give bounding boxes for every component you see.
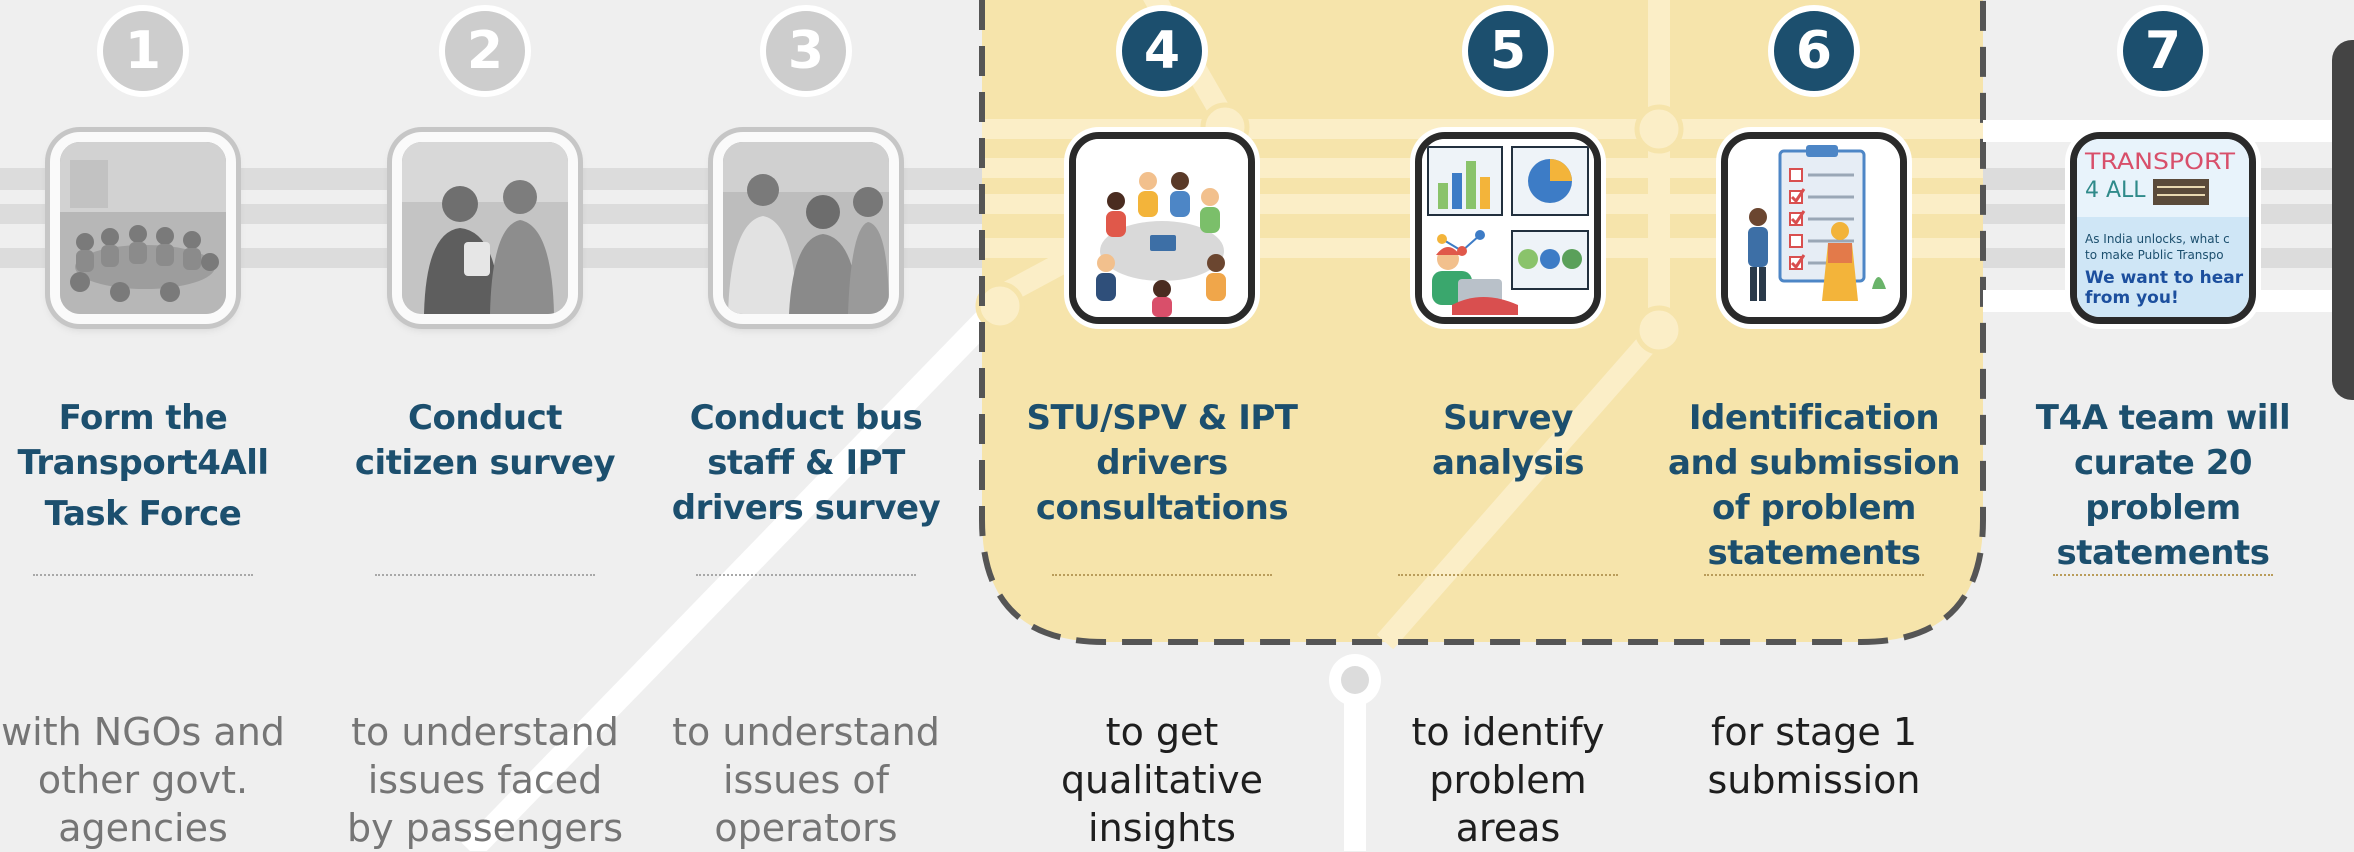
step-title: Conduct bus staff & IPT drivers survey: [671, 398, 941, 528]
step-description: to get qualitative insights: [1060, 710, 1264, 850]
step-description: for stage 1 submission: [1707, 710, 1921, 802]
step-number-badge: 7: [2117, 5, 2209, 97]
step-title: STU/SPV & IPT drivers consultations: [1026, 398, 1298, 528]
drivers-survey-photo: [713, 132, 899, 324]
task-force-photo: [50, 132, 236, 324]
step-title: Form the Transport4All Task Force: [17, 398, 269, 534]
transport4all-poster: TRANSPORT 4 ALL As India unlocks, what c…: [2070, 132, 2256, 324]
dotted-divider: [696, 574, 916, 576]
dotted-divider: [1398, 574, 1618, 576]
scroll-edge-tab[interactable]: [2332, 40, 2354, 400]
checklist-clipboard-illustration: [1721, 132, 1907, 324]
dotted-divider: [2053, 574, 2273, 576]
step-number-badge: 2: [439, 5, 531, 97]
dotted-divider: [375, 574, 595, 576]
poster-text-line1: As India unlocks, what c: [2085, 232, 2230, 246]
dotted-divider: [33, 574, 253, 576]
step-title: Conduct citizen survey: [354, 398, 616, 483]
step-number-badge: 4: [1116, 5, 1208, 97]
step-title: Survey analysis: [1431, 398, 1585, 483]
consultation-meeting-illustration: [1069, 132, 1255, 324]
poster-text-line3: We want to hear: [2085, 268, 2244, 288]
dotted-divider: [1704, 574, 1924, 576]
citizen-survey-photo: [392, 132, 578, 324]
step-description: to understand issues of operators: [672, 710, 940, 850]
step-title: Identification and submission of problem…: [1668, 398, 1960, 573]
poster-text-line2: to make Public Transpo: [2085, 248, 2224, 262]
data-analysis-illustration: [1415, 132, 1601, 324]
poster-logo-line1: TRANSPORT: [2084, 150, 2236, 175]
step-description: to understand issues faced by passengers: [346, 710, 624, 850]
poster-logo-line2: 4 ALL: [2085, 178, 2146, 203]
step-title: T4A team will curate 20 problem statemen…: [2035, 398, 2291, 573]
dotted-divider: [1052, 574, 1272, 576]
step-description: to identify problem areas: [1411, 710, 1605, 850]
poster-text-line4: from you!: [2085, 288, 2179, 308]
step-number-badge: 1: [97, 5, 189, 97]
step-description: with NGOs and other govt. agencies: [1, 710, 285, 850]
step-number-badge: 3: [760, 5, 852, 97]
step-number-badge: 6: [1768, 5, 1860, 97]
step-number-badge: 5: [1462, 5, 1554, 97]
